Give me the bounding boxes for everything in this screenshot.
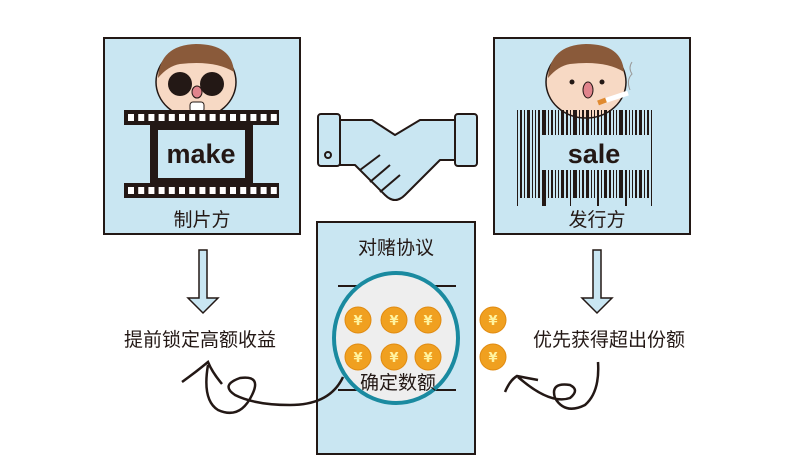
handshake-icon (317, 113, 478, 201)
barcode-bar (520, 110, 522, 198)
right-outcome: 优先获得超出份额 (533, 329, 685, 351)
agreement-title: 对赌协议 (358, 237, 434, 259)
svg-text:¥: ¥ (423, 314, 432, 329)
distributor-panel: sale 发行方 (493, 37, 691, 235)
curly-arrow-left (181, 359, 345, 415)
svg-text:¥: ¥ (488, 314, 497, 329)
svg-text:¥: ¥ (353, 314, 362, 329)
down-arrow-right (580, 249, 614, 315)
fixed-amount-label: 确定数额 (360, 372, 436, 394)
curly-arrow-right (503, 361, 600, 410)
svg-text:¥: ¥ (389, 314, 398, 329)
producer-word: make (166, 139, 235, 169)
barcode-bar (527, 110, 530, 198)
barcode-bar (535, 110, 536, 198)
left-outcome: 提前锁定高额收益 (124, 329, 276, 351)
svg-text:¥: ¥ (488, 351, 497, 366)
barcode-bar (532, 110, 533, 198)
producer-panel: make 制片方 (103, 37, 301, 235)
yuan-coin-icon: ¥ (344, 343, 372, 371)
producer-face-icon (155, 44, 237, 119)
barcode-bar (524, 110, 525, 198)
distributor-word: sale (568, 139, 621, 169)
fixed-amount-circle (332, 271, 460, 405)
svg-text:¥: ¥ (423, 351, 432, 366)
yuan-coin-icon: ¥ (380, 343, 408, 371)
distributor-face-icon (545, 44, 633, 119)
yuan-coin-icon: ¥ (380, 306, 408, 334)
distributor-label: 发行方 (568, 209, 625, 231)
barcode-bar (651, 110, 652, 206)
svg-text:¥: ¥ (389, 351, 398, 366)
yuan-coin-icon: ¥ (479, 343, 507, 371)
svg-text:¥: ¥ (353, 351, 362, 366)
barcode-bar (517, 110, 518, 206)
yuan-coin-icon: ¥ (414, 343, 442, 371)
film-strip-icon (124, 110, 279, 198)
producer-label: 制片方 (173, 209, 230, 231)
yuan-coin-icon: ¥ (414, 306, 442, 334)
yuan-coin-icon: ¥ (479, 306, 507, 334)
down-arrow-left (186, 249, 220, 315)
yuan-coin-icon: ¥ (344, 306, 372, 334)
barcode-bar (538, 110, 540, 198)
agreement-document: 对赌协议 ¥ ¥ ¥ ¥ ¥ ¥ 确定数额 (316, 221, 476, 455)
